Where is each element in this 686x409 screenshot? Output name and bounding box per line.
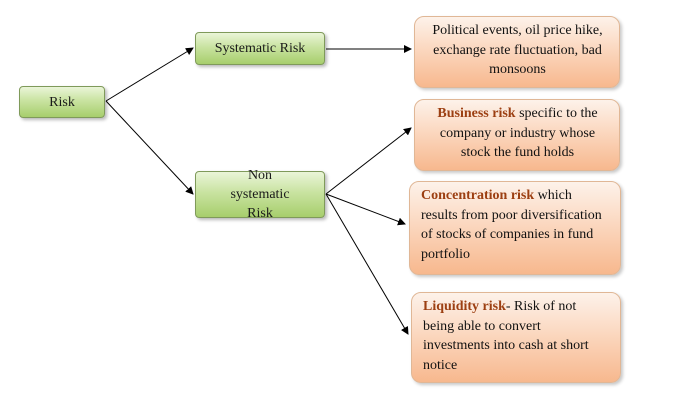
business-risk-text: specific to the company or industry whos… [439, 106, 598, 160]
node-systematic-risk: Systematic Risk [195, 32, 325, 65]
arrow-risk-to-systematic [105, 47, 194, 102]
liquidity-risk-term: Liquidity risk [423, 299, 506, 314]
detail-systematic-text: Political events, oil price hike, exchan… [432, 23, 603, 77]
node-risk: Risk [19, 86, 105, 118]
arrow-risk-to-non-systematic [105, 100, 194, 195]
business-risk-term: Business risk [437, 106, 516, 121]
node-systematic-risk-label: Systematic Risk [214, 41, 306, 56]
concentration-risk-term: Concentration risk [421, 188, 535, 203]
concentration-risk-text: which results from poor diversification … [421, 188, 602, 262]
arrow-non-systematic-to-liquidity [325, 193, 409, 335]
arrow-non-systematic-to-concentration [325, 193, 406, 226]
liquidity-risk-text: - Risk of not being able to convert inve… [423, 299, 589, 373]
node-non-systematic-risk: Non systematic Risk [195, 168, 325, 221]
detail-liquidity-risk: Liquidity risk- Risk of not being able t… [411, 292, 621, 383]
detail-systematic: Political events, oil price hike, exchan… [414, 16, 620, 88]
detail-business-risk: Business risk specific to the company or… [414, 99, 620, 171]
detail-concentration-risk: Concentration risk which results from po… [409, 181, 621, 275]
node-risk-label: Risk [49, 94, 75, 110]
arrow-non-systematic-to-business [325, 127, 412, 195]
node-non-systematic-risk-label: Non systematic Risk [230, 168, 290, 221]
